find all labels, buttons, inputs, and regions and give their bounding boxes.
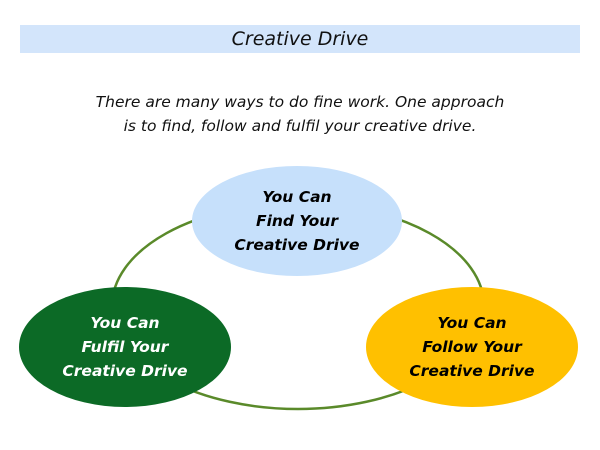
title-bar: Creative Drive xyxy=(20,25,580,53)
node-follow: You Can Follow Your Creative Drive xyxy=(366,287,578,407)
subtitle-line: There are many ways to do fine work. One… xyxy=(95,93,505,111)
node-text: Creative Drive xyxy=(62,362,188,380)
node-text: Fulfil Your xyxy=(81,338,169,356)
node-text: Follow Your xyxy=(422,338,522,356)
find-ellipse xyxy=(192,166,402,276)
subtitle: There are many ways to do fine work. One… xyxy=(0,90,600,138)
subtitle-line: is to find, follow and fulfil your creat… xyxy=(123,117,477,135)
node-fulfil: You Can Fulfil Your Creative Drive xyxy=(19,287,231,407)
fulfil-ellipse xyxy=(19,287,231,407)
follow-ellipse xyxy=(366,287,578,407)
node-text: You Can xyxy=(90,314,160,332)
node-text: Find Your xyxy=(256,212,338,230)
node-text: You Can xyxy=(437,314,507,332)
page-title: Creative Drive xyxy=(231,28,369,50)
node-text: Creative Drive xyxy=(409,362,535,380)
node-text: Creative Drive xyxy=(234,236,360,254)
node-find: You Can Find Your Creative Drive xyxy=(192,166,402,276)
node-text: You Can xyxy=(262,188,332,206)
